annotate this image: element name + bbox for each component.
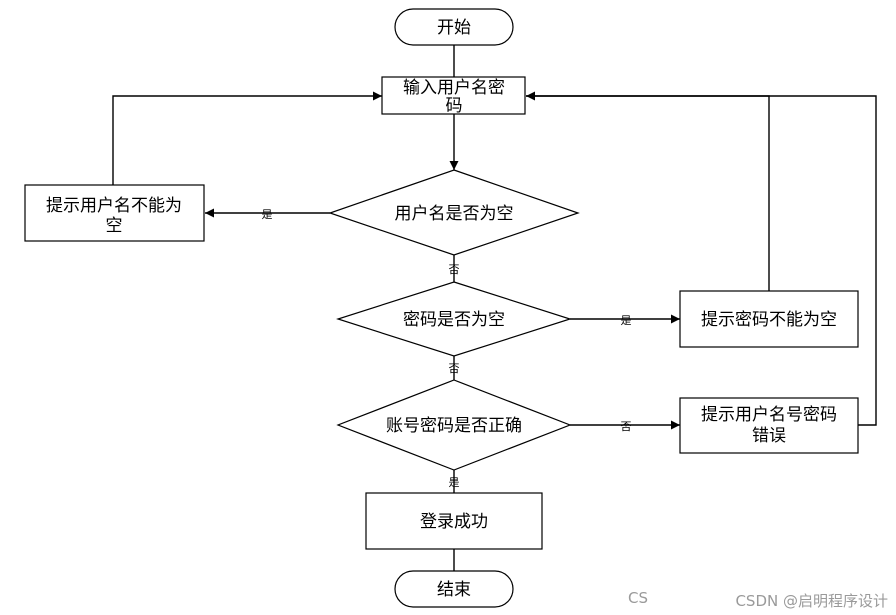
warn-password-label: 提示密码不能为空 [701,310,837,330]
edge-label-username-yes: 是 [262,208,273,221]
edge-label-password-yes: 是 [621,314,632,327]
warn-username-label-line1: 提示用户名不能为 [46,196,182,216]
connectors [112,45,877,571]
edge-username-warn-loop [112,91,382,185]
edge-label-password-no: 否 [449,362,460,375]
warn-username-box [24,184,205,242]
end-label: 结束 [437,580,471,600]
watermark-left: CS [628,589,648,607]
check-password-diamond [336,281,572,357]
edge-password-warn-loop [526,91,770,291]
warn-username-label-line2: 空 [106,216,123,236]
edge-label-credentials-yes: 是 [449,476,460,489]
warn-wrong-label-line2: 错误 [752,426,786,446]
node-warn-username: 提示用户名不能为 空 [24,184,205,242]
node-input-credentials: 输入用户名密 码 [381,76,526,116]
node-check-username: 用户名是否为空 [328,169,580,256]
edge-credentials-warn-loop [526,95,877,426]
check-credentials-diamond [336,379,572,471]
node-warn-password: 提示密码不能为空 [679,290,859,348]
login-success-label: 登录成功 [420,512,488,532]
node-end: 结束 [394,570,514,608]
end-terminator [394,570,514,608]
warn-wrong-box [679,397,859,454]
node-login-success: 登录成功 [365,492,543,550]
node-start: 开始 [394,8,514,46]
check-credentials-label: 账号密码是否正确 [386,416,522,436]
watermark-right: CSDN @启明程序设计 [735,592,888,610]
node-warn-wrong-credentials: 提示用户名号密码 错误 [679,397,859,454]
node-check-password: 密码是否为空 [336,281,572,357]
check-username-diamond [328,169,580,256]
edge-label-credentials-no: 否 [621,420,632,433]
start-terminator [394,8,514,46]
warn-wrong-label-line1: 提示用户名号密码 [701,405,837,425]
check-username-label: 用户名是否为空 [395,204,514,224]
start-label: 开始 [437,18,471,38]
login-success-box [365,492,543,550]
input-credentials-box [381,76,526,115]
node-check-credentials: 账号密码是否正确 [336,379,572,471]
check-password-label: 密码是否为空 [403,310,505,330]
input-credentials-label-line1: 输入用户名密 [403,78,505,98]
input-credentials-label-line2: 码 [446,96,463,116]
edge-label-username-no: 否 [449,263,460,276]
warn-password-box [679,290,859,348]
